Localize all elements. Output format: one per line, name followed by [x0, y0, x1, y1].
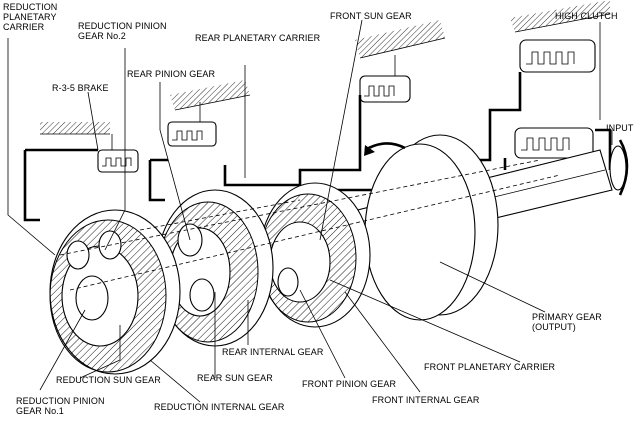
- label-rear-pinion-gear: REAR PINION GEAR: [127, 69, 216, 79]
- label-primary-gear-output: PRIMARY GEAR (OUTPUT): [532, 312, 602, 332]
- label-reduction-sun-gear: REDUCTION SUN GEAR: [56, 375, 161, 385]
- label-reduction-pinion-gear-no1: REDUCTION PINION GEAR No.1: [16, 396, 105, 416]
- reduction-planetary-set: [49, 209, 181, 375]
- label-front-sun-gear: FRONT SUN GEAR: [330, 11, 412, 21]
- label-reduction-pinion-gear-no2: REDUCTION PINION GEAR No.2: [78, 21, 167, 41]
- r35-brake-pack: [97, 134, 139, 173]
- label-reduction-planetary-carrier: REDUCTION PLANETARY CARRIER: [3, 2, 58, 32]
- housing-ground: [40, 0, 611, 135]
- primary-gear: [364, 134, 499, 321]
- label-r35-brake: R-3-5 BRAKE: [52, 83, 109, 93]
- label-rear-planetary-carrier: REAR PLANETARY CARRIER: [195, 33, 321, 43]
- leader-lines: [7, 19, 613, 403]
- label-rear-sun-gear: REAR SUN GEAR: [197, 373, 273, 383]
- label-rear-internal-gear: REAR INTERNAL GEAR: [222, 347, 324, 357]
- rear-planetary-set: [156, 189, 274, 347]
- power-flow-lines: [59, 159, 561, 291]
- high-clutch-pack: [514, 39, 596, 159]
- label-input: INPUT: [606, 123, 634, 133]
- rear-brake-pack: [167, 102, 217, 147]
- label-front-planetary-carrier: FRONT PLANETARY CARRIER: [424, 362, 556, 372]
- label-front-internal-gear: FRONT INTERNAL GEAR: [372, 395, 480, 405]
- label-high-clutch: HIGH CLUTCH: [555, 11, 618, 21]
- label-front-pinion-gear: FRONT PINION GEAR: [302, 379, 397, 389]
- label-reduction-internal-gear: REDUCTION INTERNAL GEAR: [154, 402, 285, 412]
- front-brake-pack: [359, 55, 411, 103]
- front-planetary-set: [259, 182, 371, 328]
